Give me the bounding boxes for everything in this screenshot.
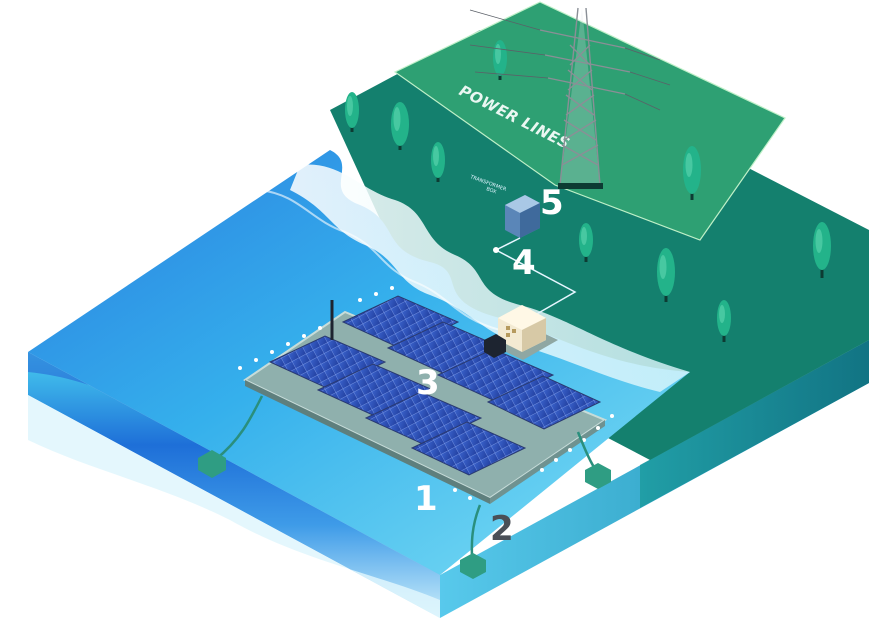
tree xyxy=(657,248,675,302)
tree xyxy=(431,142,445,182)
tree xyxy=(717,300,731,342)
ground-cross-section xyxy=(440,340,869,618)
trees xyxy=(345,40,831,342)
tree xyxy=(345,92,359,132)
tree xyxy=(493,40,507,80)
grid-cable xyxy=(494,237,577,316)
tree xyxy=(391,102,409,150)
shoreline-foam xyxy=(290,164,690,392)
solar-panels xyxy=(268,295,602,476)
combiner-box xyxy=(330,300,506,358)
label-2-mooring: 2 xyxy=(490,509,514,549)
label-3-panels: 3 xyxy=(416,363,440,403)
label-1-float: 1 xyxy=(414,479,438,519)
label-4-cable: 4 xyxy=(512,243,536,283)
tree xyxy=(813,222,831,278)
tree xyxy=(579,223,593,262)
tree xyxy=(683,146,701,200)
solar-panel xyxy=(410,421,527,476)
label-5-transformer: 5 xyxy=(540,183,564,223)
solar-panel xyxy=(486,375,602,430)
cable-node xyxy=(493,247,499,253)
mooring-anchors xyxy=(198,395,611,579)
transmission-tower xyxy=(469,7,671,189)
buoy-line xyxy=(238,286,614,500)
transformer-sign-line2: BOX xyxy=(485,186,497,195)
